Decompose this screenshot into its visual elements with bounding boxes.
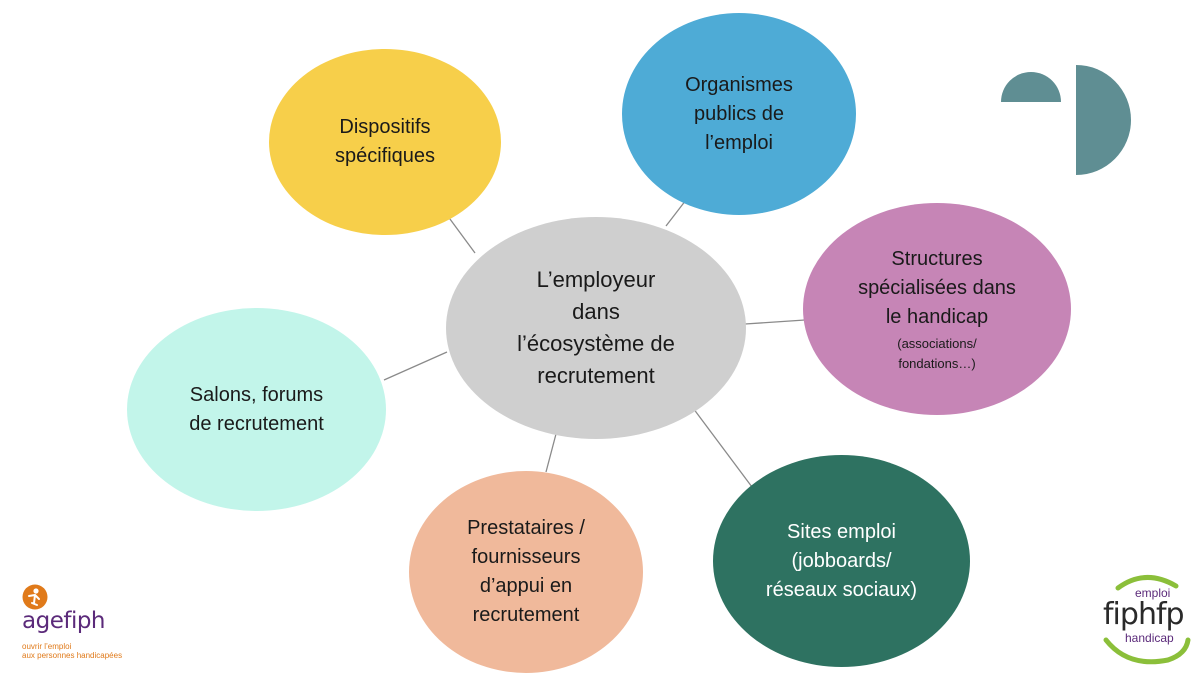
agefiph-person-icon: [22, 584, 48, 610]
node-organismes: Organismes publics de l’emploi: [622, 13, 856, 215]
node-dispositifs: Dispositifs spécifiques: [269, 49, 501, 235]
node-salons-label: Salons, forums de recrutement: [189, 383, 324, 435]
agefiph-logo-tagline: ouvrir l’emploi aux personnes handicapée…: [22, 642, 123, 660]
node-structures-label: Structures spécialisées dans le handicap: [858, 247, 1016, 328]
connector-organismes: [665, 199, 687, 227]
node-prestataires: Prestataires / fournisseurs d’appui en r…: [409, 471, 643, 673]
center-node: L’employeur dans l’écosystème de recrute…: [446, 217, 746, 439]
half-circles-logo-icon: [1001, 65, 1131, 175]
fiphfp-logo-top: emploi: [1135, 586, 1171, 600]
connector-dispositifs: [446, 214, 476, 254]
fiphfp-logo-bottom: handicap: [1125, 631, 1174, 645]
node-organismes-label: Organismes publics de l’emploi: [685, 73, 793, 154]
node-sites: Sites emploi (jobboards/ réseaux sociaux…: [713, 455, 970, 667]
node-dispositifs-label: Dispositifs spécifiques: [334, 116, 436, 167]
node-structures-sublabel: (associations/ fondations…): [897, 335, 977, 371]
agefiph-logo-name: agefiph: [22, 608, 106, 634]
connector-sites: [692, 407, 753, 488]
center-node-label: L’employeur dans l’écosystème de recrute…: [517, 267, 675, 388]
connector-prestataires: [545, 433, 557, 473]
fiphfp-logo-name: fiphfp: [1103, 597, 1185, 632]
node-structures: Structures spécialisées dans le handicap…: [803, 203, 1071, 415]
connector-structures: [744, 319, 806, 325]
node-sites-label: Sites emploi (jobboards/ réseaux sociaux…: [765, 520, 918, 601]
node-prestataires-label: Prestataires / fournisseurs d’appui en r…: [467, 517, 585, 626]
node-salons: Salons, forums de recrutement: [127, 308, 386, 511]
fiphfp-swoosh-icon: [1103, 575, 1191, 665]
connector-salons: [383, 351, 448, 381]
